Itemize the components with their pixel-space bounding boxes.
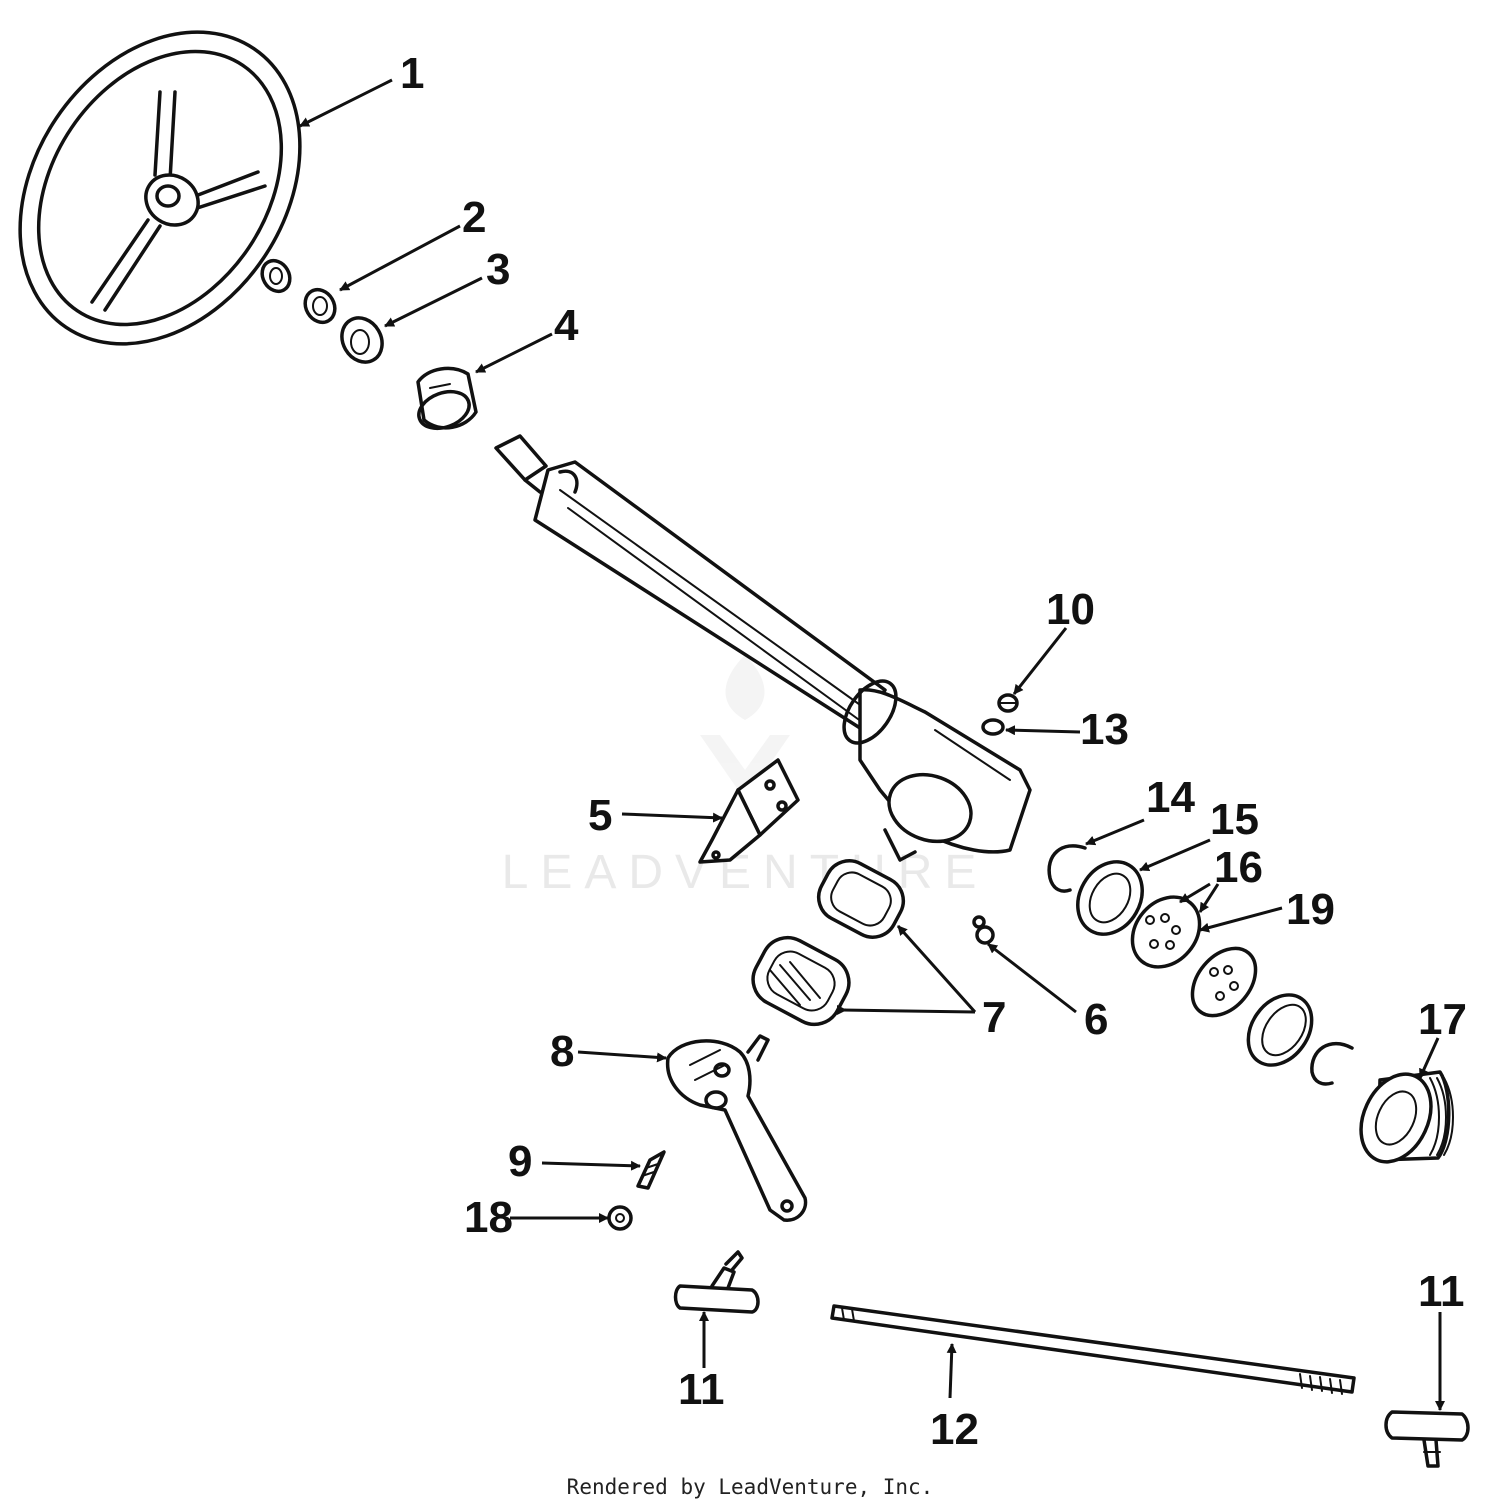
- washer[interactable]: [334, 311, 390, 370]
- column-lock-washer[interactable]: [981, 718, 1005, 736]
- bearing-upper[interactable]: [1119, 884, 1214, 981]
- pedal-pad-upper[interactable]: [810, 852, 912, 945]
- pedal-pad-lower[interactable]: [744, 929, 858, 1034]
- bearing-collar[interactable]: [414, 366, 478, 434]
- callout-2: 2: [462, 193, 486, 242]
- steering-column[interactable]: [494, 434, 1032, 862]
- snap-ring-upper[interactable]: [1047, 844, 1087, 893]
- callout-6: 6: [1084, 995, 1108, 1044]
- callout-1: 1: [400, 49, 424, 98]
- callout-5: 5: [588, 791, 612, 840]
- callout-18: 18: [464, 1193, 513, 1242]
- mounting-bracket[interactable]: [698, 758, 800, 864]
- steering-wheel[interactable]: [0, 0, 358, 397]
- callout-10: 10: [1046, 585, 1095, 634]
- leader-lines: [299, 78, 1445, 1411]
- worm-gear[interactable]: [1348, 1063, 1454, 1173]
- callout-16: 16: [1214, 843, 1263, 892]
- column-nut[interactable]: [997, 693, 1019, 713]
- callout-11-left: 11: [678, 1365, 725, 1414]
- bearing-lower[interactable]: [1180, 936, 1269, 1028]
- steering-arm[interactable]: [665, 1034, 808, 1222]
- watermark-logo: [700, 655, 790, 800]
- callout-15: 15: [1210, 795, 1259, 844]
- callout-19: 19: [1286, 885, 1335, 934]
- callout-9: 9: [508, 1137, 532, 1186]
- callouts: 1 2 3 4 5 6 7 8 9 10 11 11 12 13 14 15 1…: [400, 49, 1467, 1454]
- callout-7: 7: [982, 993, 1006, 1042]
- tie-rod[interactable]: [830, 1304, 1356, 1395]
- callout-12: 12: [930, 1405, 979, 1454]
- seal[interactable]: [1065, 850, 1155, 946]
- callout-17: 17: [1418, 995, 1467, 1044]
- snap-ring-lower[interactable]: [1310, 1041, 1354, 1086]
- callout-14: 14: [1146, 773, 1195, 822]
- callout-8: 8: [550, 1027, 574, 1076]
- callout-4: 4: [554, 301, 579, 350]
- wheel-nut[interactable]: [257, 256, 341, 328]
- arm-nut[interactable]: [607, 1205, 633, 1231]
- tie-rod-end-left[interactable]: [673, 1250, 760, 1314]
- small-nut[interactable]: [972, 915, 995, 945]
- callout-11-right: 11: [1418, 1267, 1465, 1316]
- footer-credit: Rendered by LeadVenture, Inc.: [567, 1475, 934, 1499]
- arm-bolt[interactable]: [636, 1150, 666, 1190]
- watermark-text: LEADVENTURE: [502, 846, 989, 899]
- callout-13: 13: [1080, 705, 1129, 754]
- bearing-cup[interactable]: [1235, 983, 1324, 1077]
- tie-rod-end-right[interactable]: [1384, 1410, 1470, 1468]
- callout-3: 3: [486, 245, 510, 294]
